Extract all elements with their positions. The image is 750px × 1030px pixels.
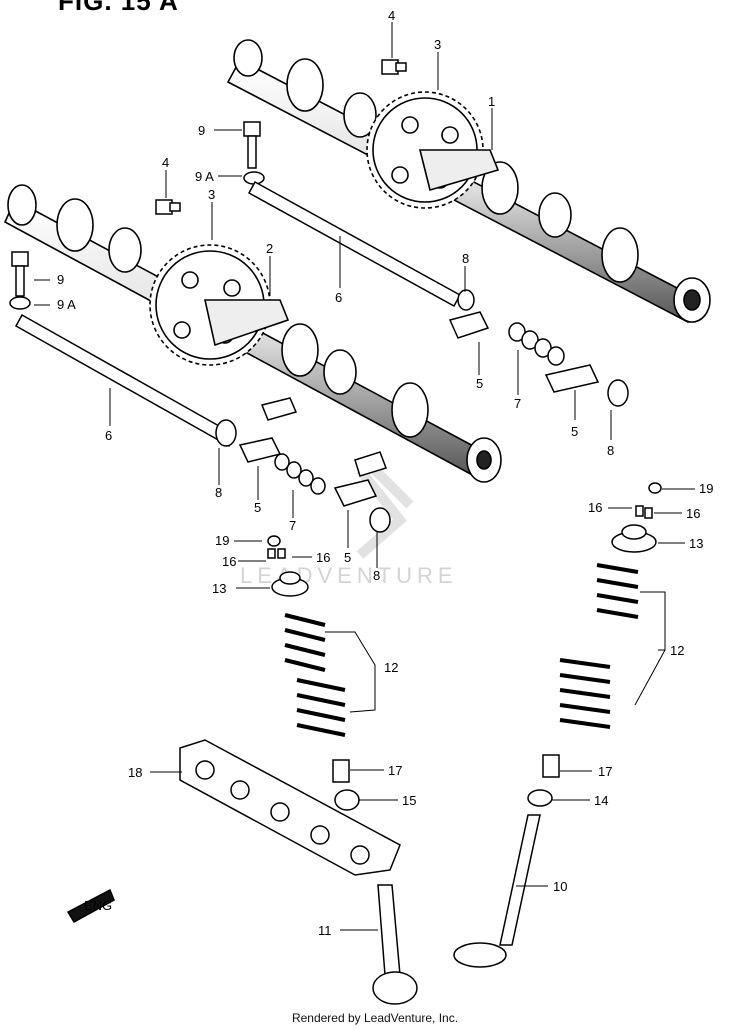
callout-11: 11 xyxy=(318,923,332,938)
callout-9a-lower: 9 A xyxy=(57,297,76,312)
bolts xyxy=(9,59,407,310)
valve-train-left xyxy=(179,535,418,1005)
callout-5-lower-a: 5 xyxy=(254,500,261,515)
callout-8-upper-b: 8 xyxy=(607,443,614,458)
callout-17-left: 17 xyxy=(388,763,402,778)
callout-5-upper-a: 5 xyxy=(476,376,483,391)
callout-14: 14 xyxy=(594,793,608,808)
callout-12-left: 12 xyxy=(384,660,398,675)
callout-7-lower: 7 xyxy=(289,518,296,533)
valve-train-right xyxy=(453,482,662,968)
callout-13-left: 13 xyxy=(212,581,226,596)
callout-7-upper: 7 xyxy=(514,396,521,411)
callout-19-right: 19 xyxy=(699,481,713,496)
callout-8-lower-b: 8 xyxy=(373,568,380,583)
callout-5-upper-b: 5 xyxy=(571,424,578,439)
callout-1: 1 xyxy=(488,94,495,109)
callout-4-upper: 4 xyxy=(388,8,395,23)
callout-6-lower: 6 xyxy=(105,428,112,443)
rocker-assembly xyxy=(215,289,629,533)
callout-16-right-b: 16 xyxy=(686,506,700,521)
callout-5-lower-b: 5 xyxy=(344,550,351,565)
callout-15: 15 xyxy=(402,793,416,808)
direction-label: ENG xyxy=(84,898,112,913)
callout-labels: 4 3 1 9 9 A 4 3 2 9 9 A 6 8 6 5 7 5 8 8 … xyxy=(57,8,713,938)
callout-13-right: 13 xyxy=(689,536,703,551)
callout-2: 2 xyxy=(266,241,273,256)
leader-lines xyxy=(34,22,695,931)
callout-6-upper: 6 xyxy=(335,290,342,305)
callout-8-lower: 8 xyxy=(215,485,222,500)
callout-17-right: 17 xyxy=(598,764,612,779)
callout-9a-upper: 9 A xyxy=(195,169,214,184)
callout-19-left: 19 xyxy=(215,533,229,548)
figure-title: FIG. 15 A xyxy=(58,0,179,16)
callout-8-upper: 8 xyxy=(462,251,469,266)
direction-arrow: ENG xyxy=(66,888,115,924)
watermark-logo xyxy=(356,466,414,559)
callout-9-upper: 9 xyxy=(198,123,205,138)
callout-16-left-b: 16 xyxy=(316,550,330,565)
callout-9-lower: 9 xyxy=(57,272,64,287)
callout-18: 18 xyxy=(128,765,142,780)
callout-3-upper: 3 xyxy=(434,37,441,52)
callout-10: 10 xyxy=(553,879,567,894)
callout-16-left-a: 16 xyxy=(222,554,236,569)
footer-credit: Rendered by LeadVenture, Inc. xyxy=(291,1011,459,1025)
callout-3-lower: 3 xyxy=(208,187,215,202)
sprocket-lower xyxy=(149,244,290,366)
rocker-shafts xyxy=(14,180,462,448)
sprocket-upper xyxy=(366,91,500,209)
callout-12-right: 12 xyxy=(670,643,684,658)
callout-4-lower: 4 xyxy=(162,155,169,170)
callout-16-right-a: 16 xyxy=(588,500,602,515)
